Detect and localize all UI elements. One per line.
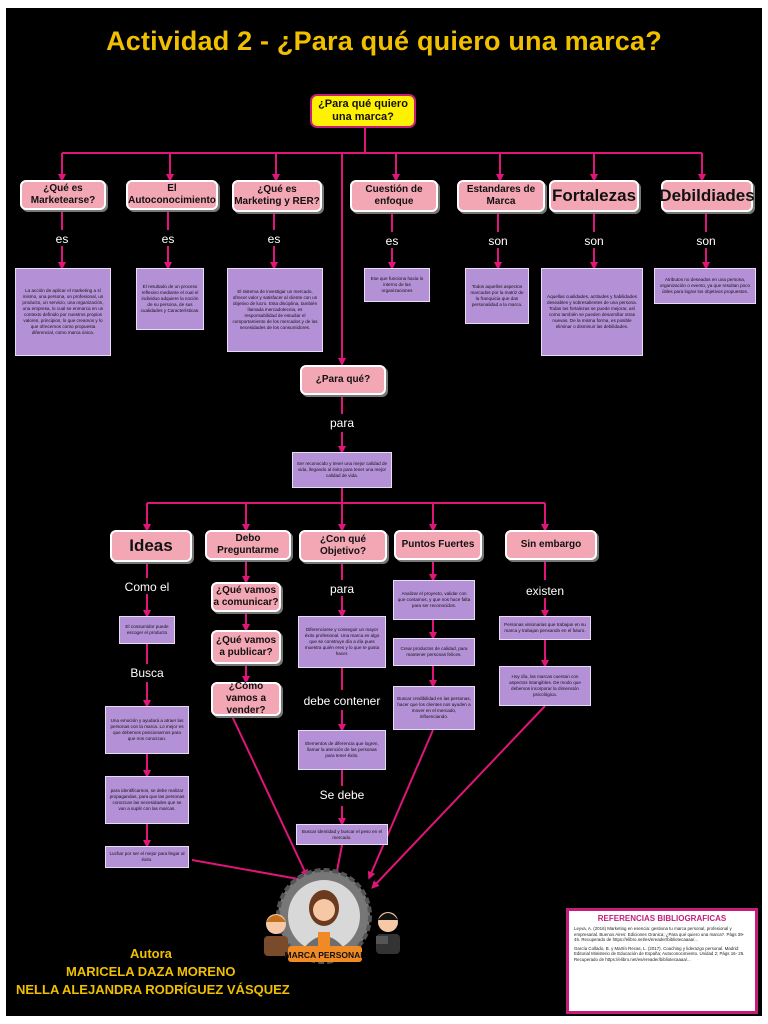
connector-busca: Busca [130, 666, 164, 680]
debo-q2: ¿Qué vamos a publicar? [211, 630, 281, 664]
page-title: Actividad 2 - ¿Para qué quiero una marca… [106, 26, 662, 56]
node-marketing-rer: ¿Qué es Marketing y RER? [232, 180, 322, 212]
connector-se-debe: Se debe [319, 788, 365, 802]
node-para-que: ¿Para qué? [300, 365, 386, 395]
objetivo-box-3: Buscar identidad y buscar el peso en el … [296, 824, 388, 845]
node-puntos-fuertes: Puntos Fuertes [394, 530, 482, 560]
node-debilidades: Debildiades [659, 180, 755, 212]
badge-label: MARCA PERSONAL [285, 950, 366, 960]
root-node: ¿Para qué quiero una marca? [310, 94, 416, 128]
node-debo-preguntarme: Debo Preguntarme [205, 530, 291, 560]
connector-objetivo-para: para [329, 582, 355, 596]
node-ideas: Ideas [110, 530, 192, 562]
desc-debilidades: Atributos no deseados en una persona, or… [654, 268, 756, 304]
goal-box: Ser reconocido y tener una mejor calidad… [292, 452, 392, 488]
desc-marketearse: La acción de aplicar el marketing a sí m… [15, 268, 111, 356]
node-autoconocimiento: El Autoconocimiento [126, 180, 218, 210]
objetivo-box-2: Elementos de diferencia que logren, llam… [298, 730, 386, 770]
connector-es-3: es [267, 232, 281, 246]
node-fortalezas: Fortalezas [549, 180, 639, 212]
author-name-2: NELLA ALEJANDRA RODRÍGUEZ VÁSQUEZ [16, 982, 290, 997]
puntos-box-2: Crear productos de calidad, para mantene… [393, 638, 475, 666]
connector-son-7: son [696, 234, 716, 248]
connector-es-4: es [385, 234, 399, 248]
debo-q1: ¿Qué vamos a comunicar? [211, 582, 281, 612]
connector-debe-contener: debe contener [303, 694, 381, 708]
references-title: REFERENCIAS BIBLIOGRAFICAS [597, 914, 727, 923]
desc-marketing-rer: El sistema de investigar un mercado, ofr… [227, 268, 323, 352]
connector-para: para [329, 416, 355, 430]
node-sin-embargo: Sin embargo [505, 530, 597, 560]
embargo-box-1: Personas visionarias que trabajan en su … [499, 616, 591, 640]
marca-personal-badge: MARCA PERSONAL [264, 868, 400, 964]
ideas-box-1: El consumidor puede escoger el producto [119, 616, 175, 644]
desc-enfoque: Ese que funciona hacia lo interno de las… [364, 268, 430, 302]
left-person-hair [266, 915, 286, 922]
desc-fortalezas: Aquellas cualidades, actitudes y habilid… [541, 268, 643, 356]
author-name-1: MARICELA DAZA MORENO [66, 964, 236, 979]
badge-banner [288, 946, 362, 962]
node-enfoque: Cuestión de enfoque [350, 180, 438, 212]
ideas-box-2: Una emoción y ayudará a atraer las perso… [105, 706, 189, 754]
connector-son-5: son [488, 234, 508, 248]
reference-item: Leyva, A. (2016) Marketing en esencia: g… [574, 926, 745, 943]
objetivo-box-1: Diferenciarse y conseguir un mayor éxito… [298, 616, 386, 668]
connector-son-6: son [584, 234, 604, 248]
debo-q3: ¿Cómo vamos a vender? [211, 681, 281, 716]
node-marketearse: ¿Qué es Marketearse? [20, 180, 106, 210]
connector-como-el: Como el [124, 580, 170, 594]
camera-icon [376, 936, 388, 944]
ideas-box-4: Luchar por ser el mejor para llegar al é… [105, 846, 189, 868]
left-person-body [264, 936, 288, 956]
reference-item: García Collado, B. y Martín Recas, L. (2… [574, 945, 745, 962]
phone-icon [318, 932, 330, 946]
puntos-box-1: Analizar el proyecto, validar con que co… [393, 580, 475, 620]
node-con-que-objetivo: ¿Con qué Objetivo? [299, 530, 387, 562]
references-box: REFERENCIAS BIBLIOGRAFICAS Leyva, A. (20… [566, 908, 758, 1014]
embargo-box-2: Hoy día, las marcas cuentan con aspectos… [499, 666, 591, 706]
connector-es-1: es [55, 232, 69, 246]
connector-es-2: es [161, 232, 175, 246]
desc-autoconocimiento: El resultado de un proceso reflexivo med… [136, 268, 204, 330]
puntos-box-3: Buscar credibilidad en las personas, hac… [393, 686, 475, 730]
author-heading: Autora [130, 946, 172, 961]
right-person-hair [378, 913, 398, 920]
desc-estandares: Todos aquellos aspectos marcados por la … [465, 268, 529, 324]
ideas-box-3: para identificarnos, se debe realizar pr… [105, 776, 189, 824]
node-estandares: Estandares de Marca [457, 180, 545, 212]
connector-existen: existen [525, 584, 565, 598]
person-face [313, 899, 335, 921]
